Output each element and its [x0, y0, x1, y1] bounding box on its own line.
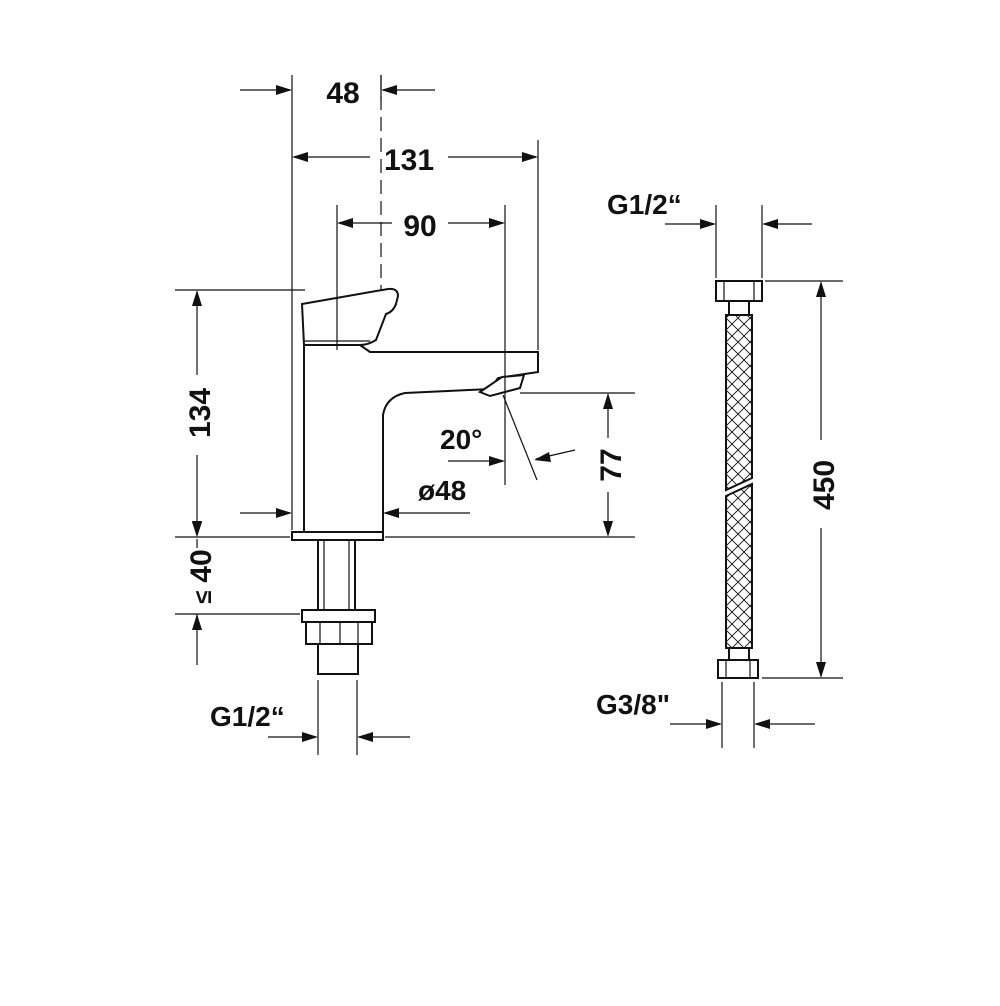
arrowhead	[337, 218, 353, 228]
arrowhead	[762, 219, 778, 229]
hose-dimensions: G1/2“ 450 G3/8"	[596, 189, 843, 748]
arrowhead	[192, 522, 202, 537]
dim-thread-hose-bottom-label: G3/8"	[596, 689, 670, 720]
base-plate	[291, 531, 384, 541]
hose-top-nut	[715, 280, 763, 302]
arrowhead	[603, 521, 613, 537]
dim-450-label: 450	[808, 460, 841, 510]
dim-40-label: 40	[185, 549, 218, 582]
hose-bottom-nut	[717, 659, 759, 679]
dim-48-label: 48	[326, 77, 359, 110]
dim-20deg-label: 20°	[440, 424, 482, 455]
arrowhead	[816, 662, 826, 678]
dim-angle-ray	[502, 394, 538, 481]
arrowhead	[357, 732, 373, 742]
arrowhead	[276, 508, 292, 518]
tap-body-outline	[303, 344, 539, 533]
hose-top-ferrule	[728, 300, 750, 316]
arrowhead	[603, 393, 613, 409]
tap-dimensions: 48 131 90 134 40 ≤ ø48	[175, 75, 635, 755]
arrowhead	[522, 152, 538, 162]
arrowhead	[381, 85, 397, 95]
arrowhead	[192, 290, 202, 306]
dim-thread-hose-top-label: G1/2“	[607, 189, 682, 220]
arrowhead	[489, 218, 505, 228]
arrowhead	[276, 85, 292, 95]
tap-body	[291, 75, 539, 675]
arrowhead	[816, 281, 826, 297]
hose-bottom-ferrule	[728, 647, 750, 661]
arrowhead	[700, 219, 716, 229]
connection-stub	[317, 643, 359, 675]
arrowhead	[706, 719, 722, 729]
fixing-nut	[305, 621, 373, 645]
aerator	[477, 373, 526, 398]
lever-handle	[300, 287, 400, 346]
arrowhead	[489, 456, 505, 466]
arrowhead	[754, 719, 770, 729]
arrowhead	[302, 732, 318, 742]
flexible-hose	[715, 280, 763, 679]
arrowhead	[192, 614, 202, 630]
dim-40-le-symbol: ≤	[190, 590, 217, 603]
dim-131-label: 131	[384, 144, 434, 177]
hose-braid-lower	[725, 482, 753, 649]
arrowhead	[534, 452, 551, 462]
dim-77-label: 77	[595, 448, 628, 481]
mounting-nut	[301, 609, 376, 623]
dim-thread-tap-label: G1/2“	[210, 701, 285, 732]
dim-dia48-label: ø48	[418, 475, 466, 506]
dim-90-label: 90	[403, 210, 436, 243]
dim-134-label: 134	[184, 388, 217, 438]
arrowhead	[383, 508, 399, 518]
arrowhead	[292, 152, 308, 162]
hose-braid-upper	[725, 314, 753, 492]
